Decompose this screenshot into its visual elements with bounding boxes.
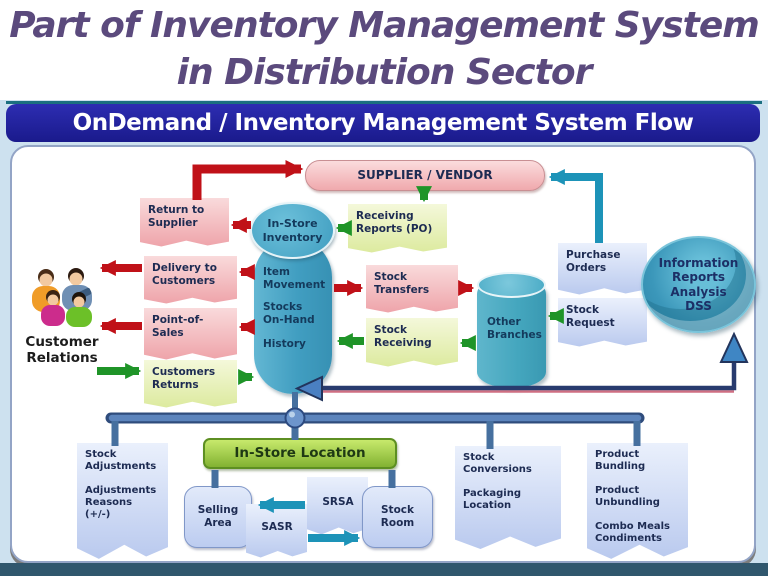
stock-room-box: Stock Room — [362, 486, 433, 548]
history-label: History — [263, 338, 306, 350]
page-title-line2: in Distribution Sector — [176, 52, 593, 93]
stock-transfers-box: Stock Transfers — [366, 265, 458, 313]
return-to-supplier-box: Return to Supplier — [140, 198, 229, 247]
in-store-location-box: In-Store Location — [203, 438, 397, 469]
customer-relations-label: Customer Relations — [25, 334, 99, 367]
srsa-box: SRSA — [307, 477, 368, 535]
stock-request-box: Stock Request — [558, 298, 647, 347]
page-title: Part of Inventory Management System in D… — [0, 2, 768, 96]
stocks-on-hand-label: Stocks On-Hand — [263, 301, 315, 326]
customers-returns-box: Customers Returns — [144, 360, 237, 408]
other-branches-label: Other Branches — [487, 316, 542, 341]
stock-conversions-box: Stock Conversions Packaging Location — [455, 446, 561, 549]
point-of-sales-box: Point-of- Sales — [144, 308, 237, 360]
selling-area-box: Selling Area — [184, 486, 252, 548]
information-dss-circle: Information Reports Analysis DSS — [641, 236, 756, 333]
diagram-header-bar: OnDemand / Inventory Management System F… — [6, 104, 760, 142]
supplier-vendor-box: SUPPLIER / VENDOR — [305, 160, 545, 191]
in-store-inventory-label: In-Store Inventory — [250, 202, 335, 259]
sasr-box: SASR — [246, 504, 307, 558]
delivery-to-customers-box: Delivery to Customers — [144, 256, 237, 304]
slide-bottom-strip — [0, 563, 768, 576]
header-top-line — [6, 101, 762, 104]
product-bundling-box: Product Bundling Product Unbundling Comb… — [587, 443, 688, 559]
stock-adjustments-box: Stock Adjustments Adjustments Reasons (+… — [77, 443, 168, 559]
purchase-orders-box: Purchase Orders — [558, 243, 647, 295]
item-movement-label: Item Movement — [263, 266, 326, 291]
diagram-header-title: OnDemand / Inventory Management System F… — [72, 110, 694, 136]
other-branches-cylinder-cap — [477, 272, 546, 298]
receiving-reports-box: Receiving Reports (PO) — [348, 204, 447, 253]
customer-people-icon — [22, 264, 102, 330]
stock-receiving-box: Stock Receiving — [366, 318, 458, 367]
page-title-line1: Part of Inventory Management System — [9, 5, 760, 46]
